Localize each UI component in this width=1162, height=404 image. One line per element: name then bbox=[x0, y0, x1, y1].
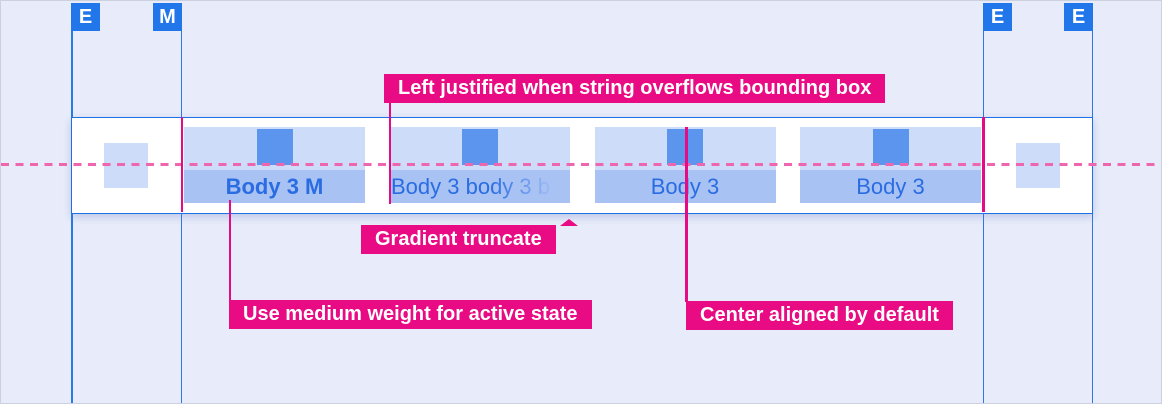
icon-placeholder-square bbox=[461, 129, 498, 165]
gradient-truncate-fade bbox=[490, 170, 570, 203]
connector-center-aligned bbox=[685, 127, 688, 302]
annotation-gradient-truncate: Gradient truncate bbox=[361, 225, 556, 254]
guide-line-right-margin bbox=[982, 30, 984, 403]
margin-highlight-line-left bbox=[180, 117, 183, 212]
tab-default-body-3-second[interactable]: Body 3 bbox=[800, 127, 981, 203]
tab-label: Body 3 bbox=[800, 170, 981, 203]
connector-medium-weight bbox=[228, 200, 231, 300]
tab-label: Body 3 M bbox=[184, 170, 365, 203]
guide-line-left-edge bbox=[71, 30, 73, 403]
icon-placeholder-square bbox=[256, 129, 293, 165]
tab-target-area bbox=[184, 127, 365, 170]
annotation-center-aligned: Center aligned by default bbox=[686, 301, 953, 330]
margin-marker-e-right-inner: E bbox=[983, 3, 1012, 31]
tab-active-body-3-m[interactable]: Body 3 M bbox=[184, 127, 365, 203]
guide-line-left-margin bbox=[180, 30, 182, 403]
margin-marker-e-left: E bbox=[71, 3, 100, 31]
guide-line-right-edge bbox=[1091, 30, 1093, 403]
tab-target-area bbox=[800, 127, 981, 170]
horizontal-center-guide-dashed-line bbox=[1, 163, 1161, 166]
annotation-medium-weight: Use medium weight for active state bbox=[229, 300, 592, 329]
connector-left-justified bbox=[388, 101, 391, 204]
tab-overflow-body-3[interactable]: Body 3 body 3 b bbox=[389, 127, 570, 203]
margin-highlight-line-right bbox=[982, 117, 985, 212]
annotation-left-justified: Left justified when string overflows bou… bbox=[384, 74, 886, 103]
tab-target-area bbox=[389, 127, 570, 170]
icon-placeholder-square bbox=[872, 129, 909, 165]
margin-marker-m-left: M bbox=[153, 3, 182, 31]
annotation-arrow-up-icon bbox=[560, 218, 578, 226]
margin-marker-e-right-outer: E bbox=[1064, 3, 1093, 31]
